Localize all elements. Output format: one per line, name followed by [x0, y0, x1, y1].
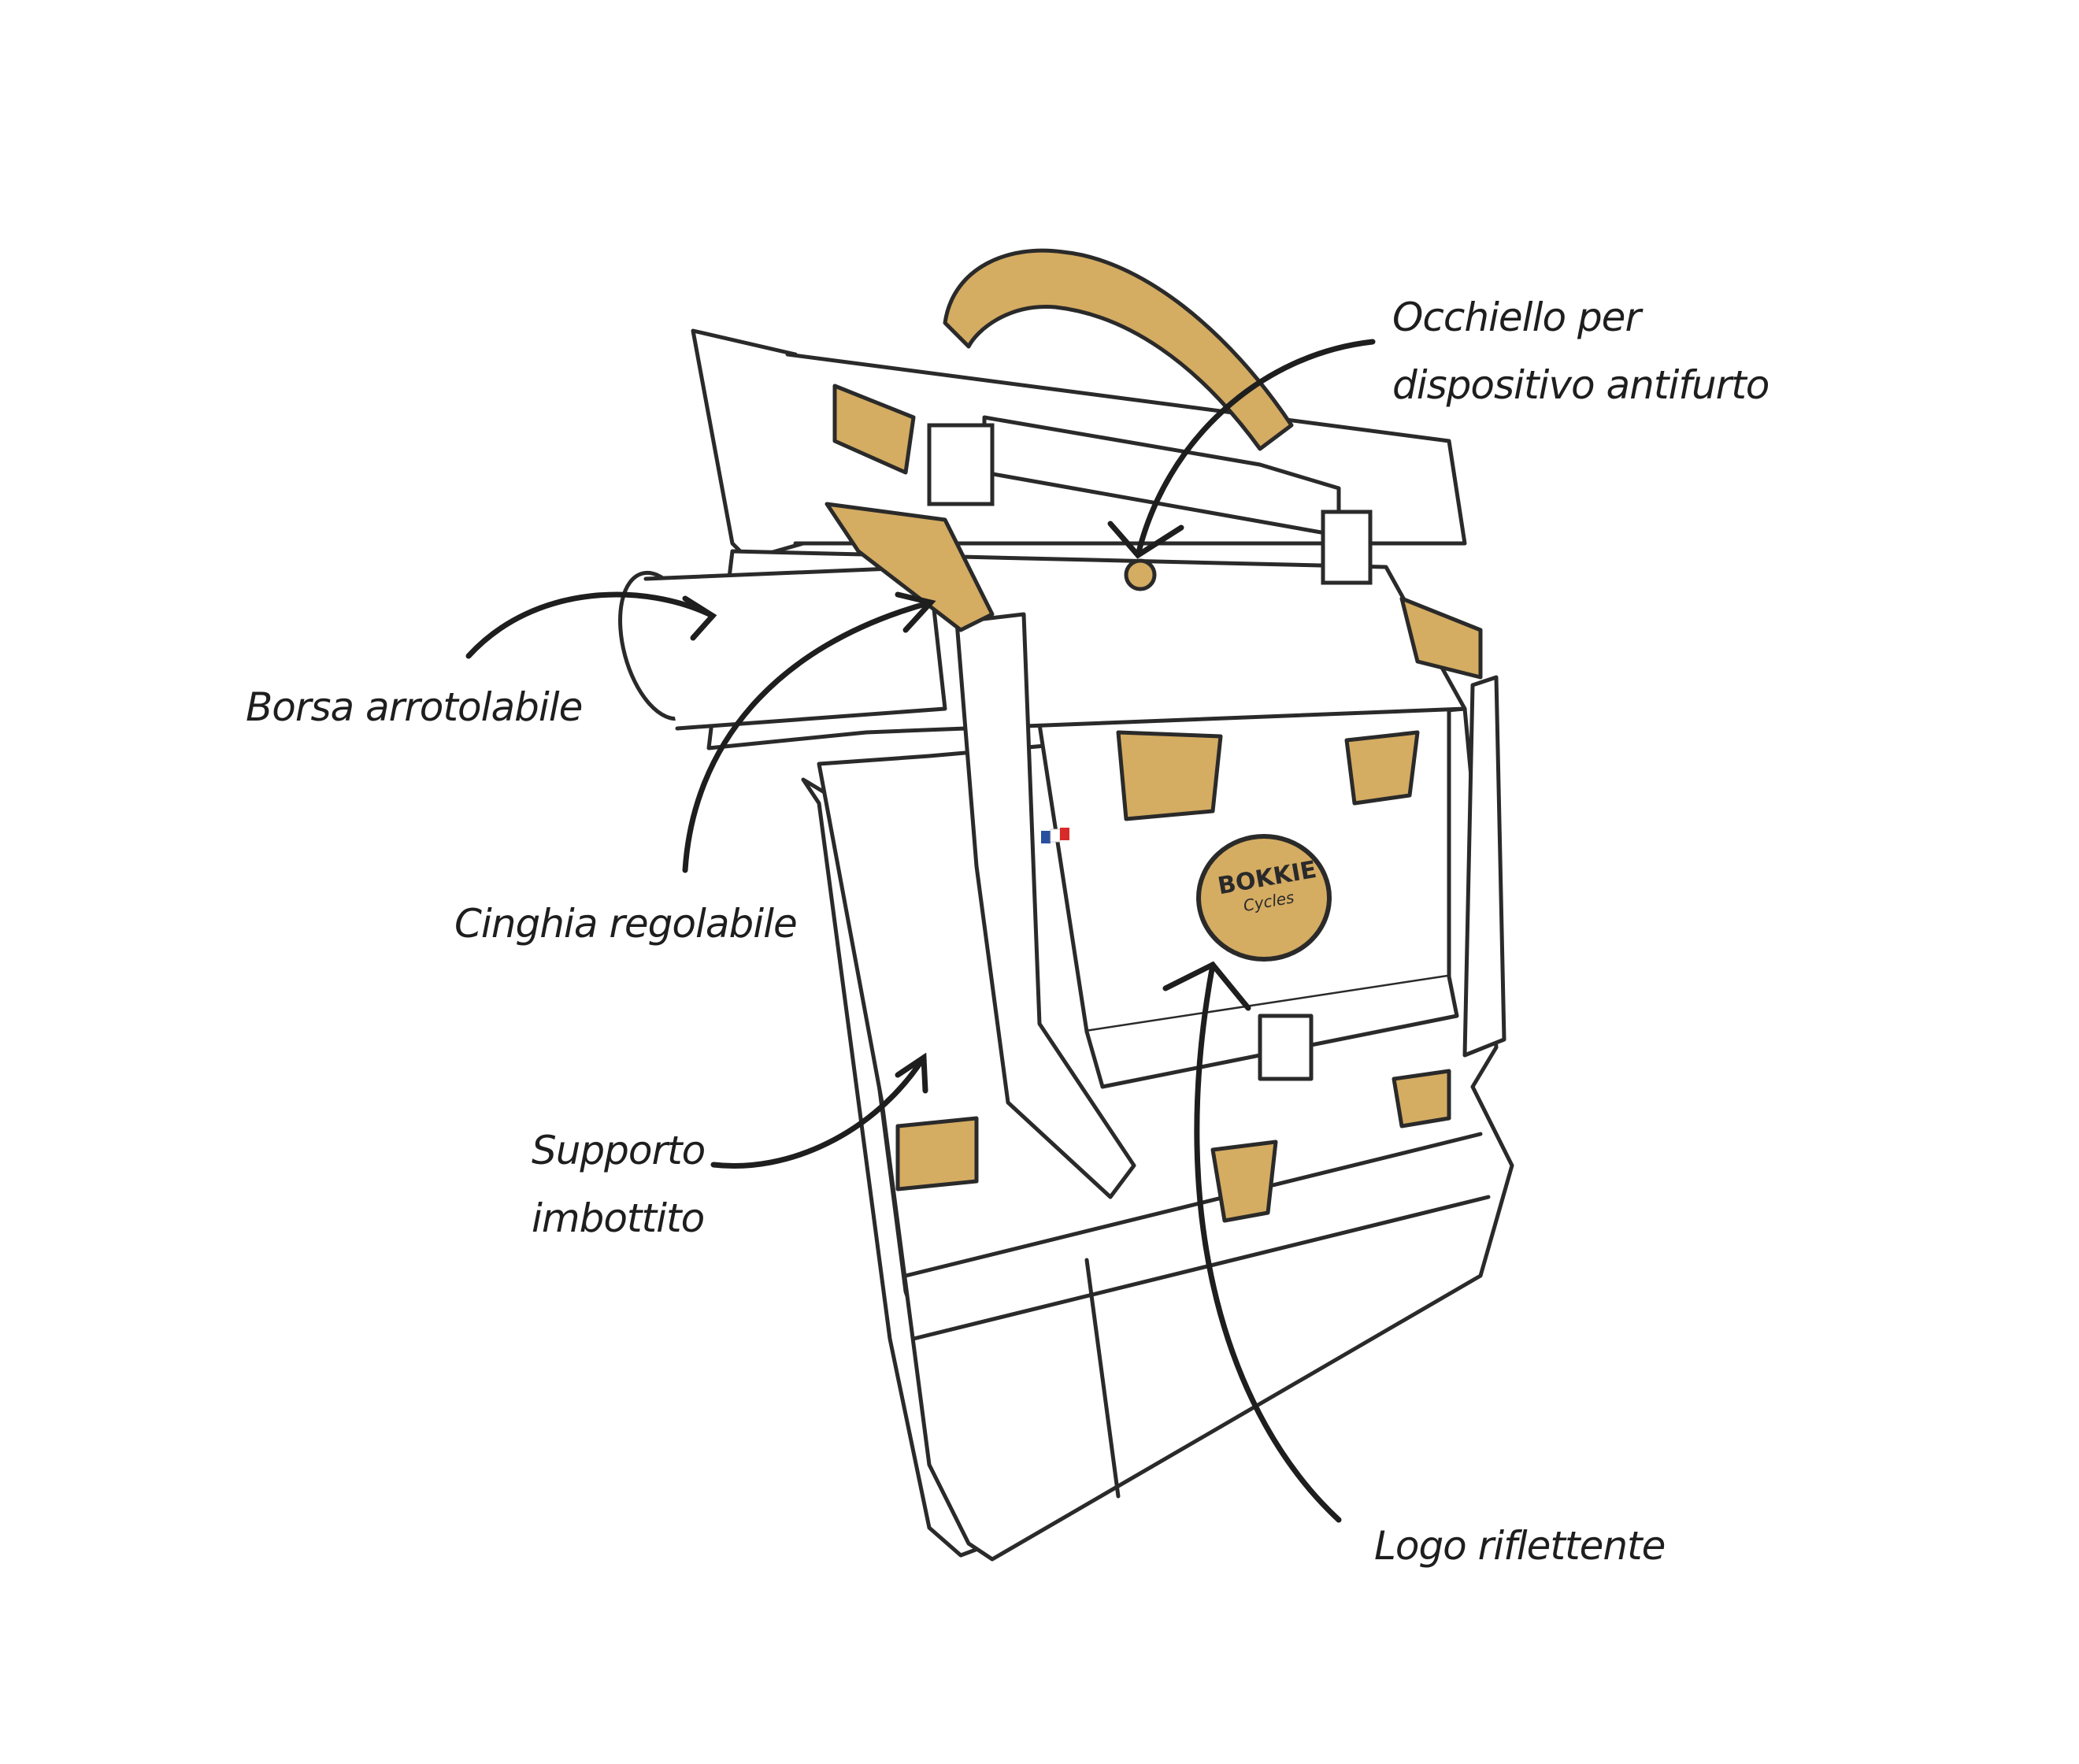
bokkie-logo: [1196, 834, 1332, 962]
roll-top: [691, 328, 806, 561]
arrow-roll-bag: [465, 591, 716, 659]
arrow-strap: [682, 599, 934, 873]
buckle: [895, 1116, 979, 1191]
label-adjustable-strap: Cinghia regolabile: [454, 901, 798, 947]
buckle: [1210, 1140, 1278, 1223]
buckle: [1344, 730, 1420, 806]
arrow-antitheft: [1135, 339, 1376, 558]
buckle: [1399, 596, 1483, 680]
antitheft-eyelet: [1124, 558, 1157, 591]
label-roll-bag: Borsa arrotolabile: [246, 684, 583, 730]
handle: [943, 248, 1294, 451]
buckle: [1392, 1069, 1451, 1128]
arrow-support: [710, 1054, 927, 1169]
buckle: [1116, 730, 1223, 821]
french-flag-icon: [1041, 828, 1069, 843]
label-reflective-logo: Logo riflettente: [1374, 1523, 1666, 1569]
buckle: [832, 384, 916, 475]
arrow-logo: [1194, 962, 1342, 1523]
buckle: [825, 502, 995, 632]
label-antitheft-eyelet: Occhiello per dispositivo antifurto: [1392, 295, 1770, 408]
adjustable-strap: [954, 612, 1136, 1199]
label-padded-support: Supporto imbottito: [532, 1128, 706, 1241]
